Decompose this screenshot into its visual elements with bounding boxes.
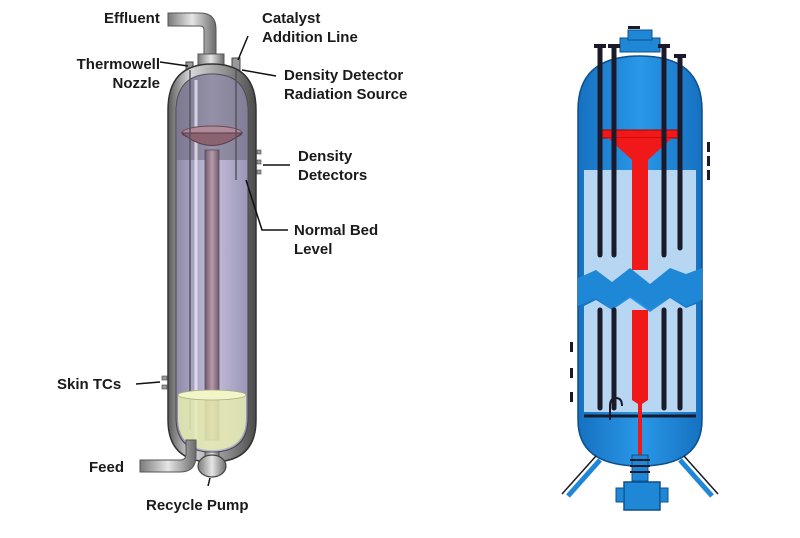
- leader-skin-tcs: [135, 381, 161, 385]
- feed-outlines: [561, 455, 719, 495]
- feed-outline-left: [561, 455, 597, 495]
- label-thermowell-nozzle: Thermowell Nozzle: [76, 56, 160, 92]
- feed-line-right: [678, 458, 714, 498]
- density-detector-1: [256, 149, 262, 155]
- red-downcomer-lower: [632, 310, 648, 455]
- density-detector-3: [256, 169, 262, 175]
- tube-caps: [594, 26, 686, 58]
- side-detector-6: [570, 392, 573, 402]
- side-detector-1: [707, 142, 710, 152]
- recycle-pan-body: [180, 132, 244, 146]
- red-pan: [597, 129, 683, 139]
- skin-tc-2: [161, 384, 168, 390]
- label-feed: Feed: [89, 459, 125, 476]
- side-detector-4: [570, 342, 573, 352]
- density-detector-2: [256, 159, 262, 165]
- label-recycle-pump: Recycle Pump: [146, 497, 249, 514]
- pump-flange-right: [659, 487, 669, 503]
- feed-pipe: [139, 439, 197, 473]
- leader-bed-level: [245, 179, 288, 231]
- label-density-detector-radiation-source: Density Detector Radiation Source: [284, 67, 408, 103]
- tube-cap-3: [628, 26, 640, 29]
- side-detector-3: [707, 170, 710, 180]
- leader-lines: [135, 35, 290, 487]
- side-detectors: [570, 142, 710, 402]
- leader-catalyst: [237, 35, 249, 61]
- feed-outline-right: [683, 455, 719, 495]
- vapor-space: [176, 74, 248, 160]
- tube-cap-2: [608, 44, 620, 48]
- red-downcomer: [608, 138, 672, 270]
- pump-shaft: [631, 454, 649, 482]
- skin-tc-1: [161, 375, 168, 381]
- label-effluent: Effluent: [104, 10, 160, 27]
- bed-surface: [177, 389, 247, 401]
- side-detector-2: [707, 156, 710, 166]
- tube-cap-1: [594, 44, 606, 48]
- pump-flange-left: [615, 487, 625, 503]
- label-skin-tcs: Skin TCs: [57, 376, 122, 393]
- tube-cap-5: [674, 54, 686, 58]
- label-catalyst-addition-line: Catalyst Addition Line: [262, 10, 358, 46]
- recycle-pump: [197, 454, 227, 478]
- bottom-pump-box: [623, 481, 661, 511]
- side-detector-5: [570, 368, 573, 378]
- internal-tubes: [597, 45, 683, 411]
- tube-cap-4: [658, 44, 670, 48]
- label-density-detectors: Density Detectors: [298, 148, 368, 184]
- leader-radiation: [241, 69, 277, 77]
- label-normal-bed-level: Normal Bed Level: [294, 222, 379, 258]
- catalyst-bed: [178, 395, 246, 450]
- leader-thermowell: [159, 61, 189, 67]
- right-reactor: [561, 26, 719, 511]
- pump-coupling: [630, 459, 650, 473]
- top-flange-right: [627, 29, 653, 41]
- hook-thermowell: [609, 396, 623, 420]
- feed-line-left: [566, 458, 602, 498]
- zigzag-break: [578, 268, 702, 310]
- effluent-pipe: [167, 12, 217, 59]
- leader-pump: [207, 477, 211, 487]
- feed-lines: [566, 458, 714, 498]
- left-reactor: [135, 12, 290, 487]
